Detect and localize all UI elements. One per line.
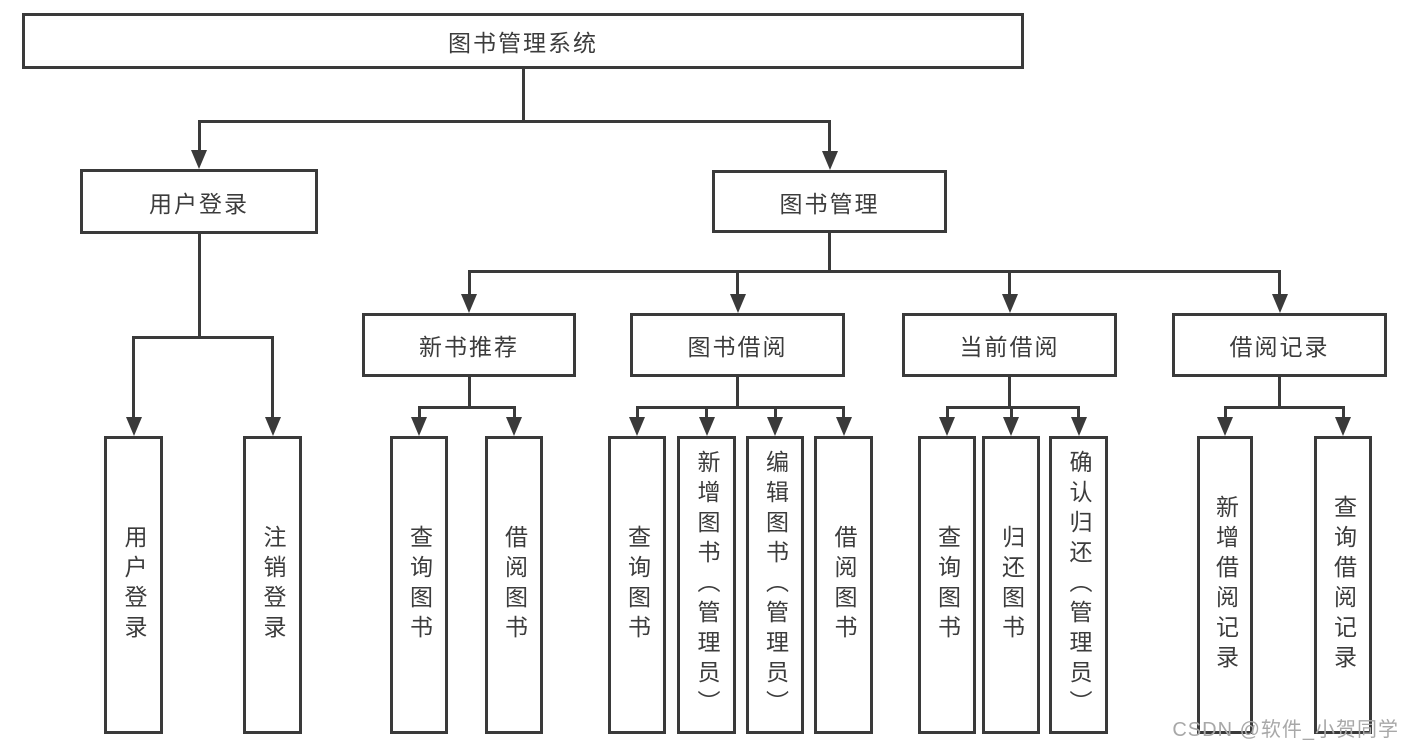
node-cb-return: 归还图书 <box>982 436 1040 734</box>
connector-line <box>467 377 471 409</box>
arrowhead-down-icon <box>191 150 207 169</box>
node-logout: 注销登录 <box>243 436 302 734</box>
arrowhead-down-icon <box>698 417 715 436</box>
node-cb-query: 查询图书 <box>918 436 976 734</box>
connector-line <box>1077 406 1080 419</box>
node-br-query: 查询借阅记录 <box>1314 436 1372 734</box>
arrowhead-down-icon <box>835 417 852 436</box>
connector-line <box>945 406 1080 409</box>
node-label: 查询图书 <box>934 525 961 645</box>
node-label: 新增图书（管理员） <box>694 450 720 720</box>
connector-line <box>736 377 739 409</box>
arrowhead-down-icon <box>1001 294 1018 313</box>
arrowhead-down-icon <box>461 294 477 313</box>
node-label: 查询借阅记录 <box>1330 495 1357 675</box>
connector-line <box>132 336 135 419</box>
connector-line <box>417 406 421 419</box>
node-br-add: 新增借阅记录 <box>1197 436 1253 734</box>
connector-line <box>467 270 1281 273</box>
connector-line <box>842 406 845 419</box>
node-label: 图书管理系统 <box>448 30 598 56</box>
csdn-watermark: CSDN @软件_小贺同学 <box>1172 719 1399 741</box>
connector-line <box>197 234 201 339</box>
arrowhead-down-icon <box>125 417 142 436</box>
arrowhead-down-icon <box>767 417 783 436</box>
node-label: 用户登录 <box>149 190 249 217</box>
node-borrow-records: 借阅记录 <box>1172 313 1387 377</box>
arrowhead-down-icon <box>506 417 522 436</box>
connector-line <box>773 406 777 419</box>
node-label: 新增借阅记录 <box>1212 495 1239 675</box>
node-new-book-rec: 新书推荐 <box>362 313 576 377</box>
arrowhead-down-icon <box>729 294 746 313</box>
node-nb-borrow: 借阅图书 <box>485 436 543 734</box>
connector-line <box>1008 270 1011 296</box>
arrowhead-down-icon <box>1070 417 1087 436</box>
arrowhead-down-icon <box>411 417 427 436</box>
node-label: 归还图书 <box>998 525 1025 645</box>
connector-line <box>1009 406 1013 419</box>
node-book-borrow: 图书借阅 <box>630 313 845 377</box>
connector-line <box>467 270 471 296</box>
node-book-mgmt: 图书管理 <box>712 170 947 233</box>
node-user-login: 用户登录 <box>80 169 318 234</box>
connector-line <box>1008 377 1011 409</box>
node-login: 用户登录 <box>104 436 163 734</box>
connector-line <box>828 120 831 153</box>
arrowhead-down-icon <box>629 417 645 436</box>
arrowhead-down-icon <box>939 417 955 436</box>
connector-line <box>1341 406 1345 419</box>
node-label: 借阅图书 <box>501 525 528 645</box>
connector-line <box>1278 377 1281 409</box>
node-label: 新书推荐 <box>419 334 519 360</box>
node-label: 借阅图书 <box>831 525 857 645</box>
connector-line <box>736 270 739 296</box>
node-label: 确认归还（管理员） <box>1066 450 1092 720</box>
node-label: 图书借阅 <box>687 334 788 360</box>
node-label: 用户登录 <box>121 525 147 645</box>
connector-line <box>828 233 831 273</box>
arrowhead-down-icon <box>1335 417 1351 436</box>
node-label: 查询图书 <box>406 525 433 645</box>
arrowhead-down-icon <box>1003 417 1019 436</box>
arrowhead-down-icon <box>1271 294 1288 313</box>
node-root: 图书管理系统 <box>22 13 1024 69</box>
node-bb-query: 查询图书 <box>608 436 666 734</box>
connector-line <box>635 406 845 409</box>
arrowhead-down-icon <box>264 417 281 436</box>
connector-line <box>417 406 516 409</box>
connector-line <box>521 69 525 123</box>
node-bb-edit: 编辑图书（管理员） <box>746 436 804 734</box>
node-bb-borrow: 借阅图书 <box>814 436 873 734</box>
node-label: 图书管理 <box>779 190 880 217</box>
node-label: 查询图书 <box>624 525 651 645</box>
connector-line <box>945 406 949 419</box>
connector-line <box>1223 406 1227 419</box>
connector-line <box>271 336 274 419</box>
node-bb-add: 新增图书（管理员） <box>677 436 736 734</box>
node-label: 注销登录 <box>260 525 286 645</box>
node-label: 编辑图书（管理员） <box>762 450 789 720</box>
node-label: 借阅记录 <box>1229 334 1330 360</box>
node-cb-confirm: 确认归还（管理员） <box>1049 436 1108 734</box>
connector-line <box>635 406 639 419</box>
connector-line <box>705 406 708 419</box>
arrowhead-down-icon <box>1217 417 1233 436</box>
connector-line <box>197 120 201 152</box>
node-current-borrow: 当前借阅 <box>902 313 1117 377</box>
node-label: 当前借阅 <box>959 334 1060 360</box>
connector-line <box>197 120 831 123</box>
connector-line <box>132 336 274 339</box>
connector-line <box>512 406 516 419</box>
arrowhead-down-icon <box>821 151 838 170</box>
connector-line <box>1278 270 1281 296</box>
connector-line <box>1223 406 1345 409</box>
node-nb-query: 查询图书 <box>390 436 448 734</box>
